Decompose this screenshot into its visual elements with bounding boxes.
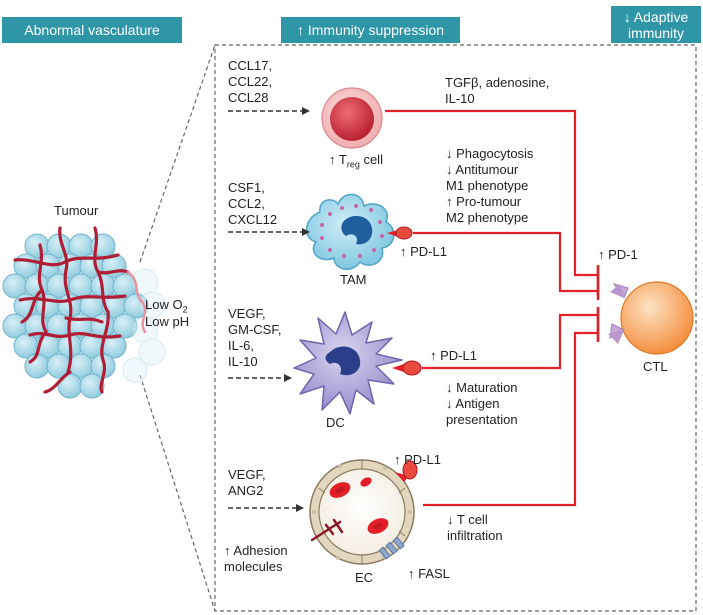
low-ph-label: Low pH (145, 314, 190, 329)
dc-signals-label: VEGF, GM-CSF, IL-6, IL-10 (228, 306, 282, 369)
pd1-receptor-lower (608, 323, 626, 344)
fasl-receptor (378, 536, 405, 560)
tumour-blood-vessels (13, 226, 130, 394)
tam-effects-label: ↓ Phagocytosis ↓ Antitumour M1 phenotype… (446, 146, 534, 225)
pd1-receptor-upper (610, 283, 629, 300)
ec-vessel (309, 459, 415, 565)
ec-label: EC (355, 570, 374, 585)
tam-label: TAM (340, 272, 367, 287)
treg-cell-label: ↑ Treg cell (329, 152, 383, 170)
pd1-label: ↑ PD-1 (598, 247, 638, 262)
header-immunity-suppression: ↑ Immunity suppression (281, 17, 460, 43)
inhibition-line-treg (385, 109, 598, 277)
ctl-label: CTL (643, 359, 668, 374)
tumour-cell (123, 293, 149, 319)
inhibition-line-tam (413, 231, 598, 293)
tumour-cell (112, 313, 138, 339)
treg-factors-label: TGFβ, adenosine, IL-10 (445, 75, 550, 106)
inhibition-lines (385, 109, 600, 507)
ctl-cell (620, 281, 694, 355)
dc-label: DC (326, 415, 345, 430)
ec-signals-label: VEGF, ANG2 (228, 467, 266, 498)
treg-signals-label: CCL17, CCL22, CCL28 (228, 58, 273, 105)
tam-pdl1-label: ↑ PD-L1 (400, 244, 447, 259)
dc-cell (293, 311, 403, 415)
ec-pdl1-label: ↑ PD-L1 (394, 452, 441, 467)
inhibition-line-ec (423, 331, 598, 507)
ec-effect-label: ↓ T cell infiltration (447, 512, 503, 543)
zoom-line-top (139, 44, 216, 263)
immunity-panel-border (214, 44, 697, 612)
zoom-line-bottom (139, 374, 216, 612)
tumour-mass (2, 226, 166, 399)
treg-cell (321, 87, 383, 149)
low-o2-label: Low O2 (145, 297, 188, 315)
signal-arrows (228, 107, 310, 512)
adhesion-molecules-label: ↑ Adhesion molecules (224, 543, 288, 574)
adhesion-molecule (310, 518, 344, 542)
dc-pdl1-receptor (392, 360, 422, 376)
dc-pdl1-label: ↑ PD-L1 (430, 348, 477, 363)
tumour-leaky-vessel (126, 270, 147, 334)
tam-pdl1-receptor (387, 226, 413, 240)
tam-cell (306, 193, 395, 270)
tumour-label: Tumour (54, 203, 99, 218)
tam-signals-label: CSF1, CCL2, CXCL12 (228, 180, 278, 227)
dc-effects-label: ↓ Maturation ↓ Antigen presentation (446, 380, 518, 427)
ec-pdl1-receptor (395, 460, 418, 482)
inhibition-line-dc (422, 313, 598, 370)
tumour-cell (79, 373, 105, 399)
header-adaptive-immunity: ↓ Adaptive immunity (611, 6, 701, 43)
red-blood-cells (329, 477, 389, 534)
fasl-label: ↑ FASL (408, 566, 450, 581)
header-abnormal-vasculature: Abnormal vasculature (2, 17, 182, 43)
